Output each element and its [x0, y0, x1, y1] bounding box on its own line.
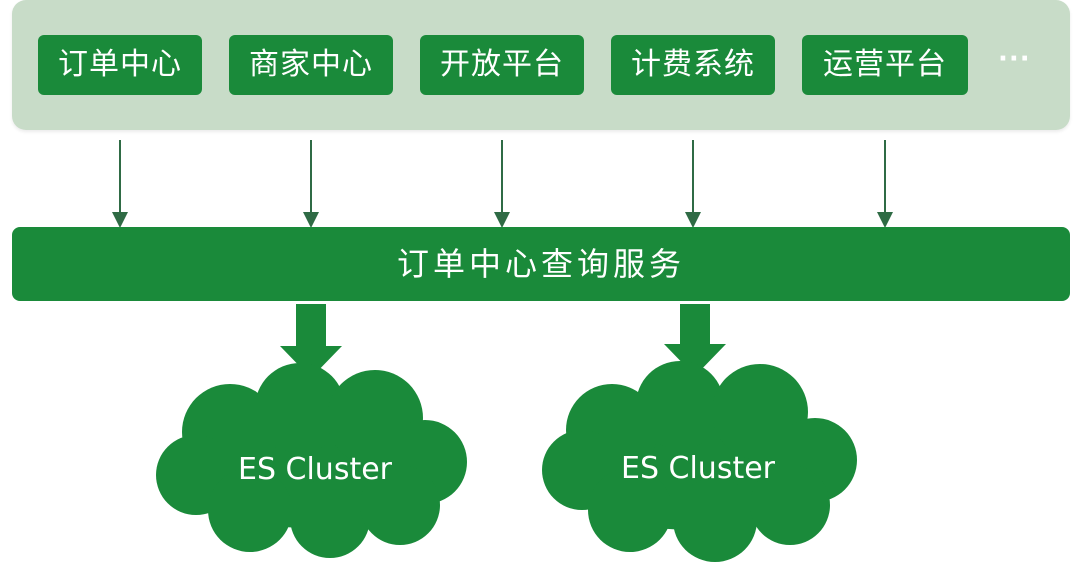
system-billing: 计费系统 [611, 35, 775, 95]
cloud-left [156, 363, 467, 558]
cloud-right [542, 361, 857, 562]
system-merchant-center: 商家中心 [229, 35, 393, 95]
system-operations-platform: 运营平台 [802, 35, 968, 95]
cluster-label-right: ES Cluster [620, 451, 775, 486]
system-open-platform: 开放平台 [420, 35, 584, 95]
system-order-center: 订单中心 [38, 35, 202, 95]
order-query-service-bar: 订单中心查询服务 [12, 227, 1070, 301]
more-systems-ellipsis: ··· [998, 44, 1031, 74]
block-arrow-right [664, 304, 726, 376]
block-arrow-left [280, 304, 342, 378]
cluster-label-left: ES Cluster [237, 452, 392, 487]
